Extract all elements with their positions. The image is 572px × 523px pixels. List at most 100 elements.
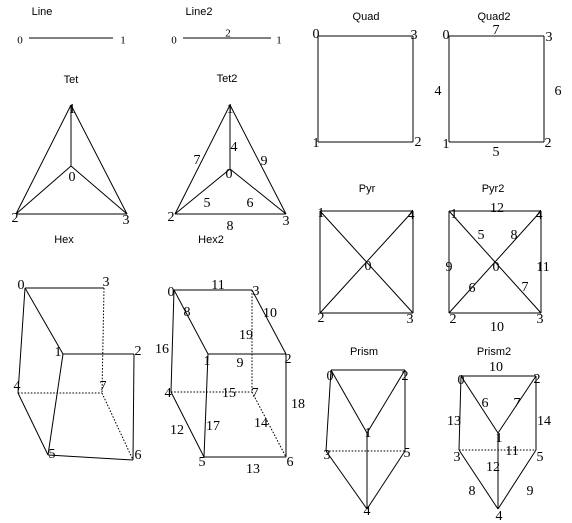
tet2-title: Tet2 (217, 73, 238, 85)
quad2-label-5: 5 (493, 145, 500, 160)
prism-title: Prism (350, 346, 378, 358)
hex2-label-5: 5 (199, 455, 206, 470)
tet2-label-9: 9 (261, 154, 268, 169)
tet2-label-4: 4 (231, 140, 238, 155)
hex2-hidden-edge-7-6 (251, 391, 287, 458)
hex-hidden-edge-7-6 (101, 392, 134, 461)
pyr2-label-6: 6 (469, 281, 476, 296)
pyr2-label-9: 9 (446, 260, 453, 275)
hex2-label-17: 17 (206, 419, 220, 434)
tet-label-2: 2 (12, 211, 19, 226)
pyr-label-2: 2 (318, 311, 325, 326)
hex-label-5: 5 (49, 447, 56, 462)
tet2-label-5: 5 (204, 196, 211, 211)
prism2-label-3: 3 (454, 450, 461, 465)
prism2-label-14: 14 (537, 414, 551, 429)
prism-label-4: 4 (364, 504, 371, 519)
prism-edge-5-4 (366, 450, 406, 510)
pyr-edge-4-2 (319, 210, 414, 314)
tet2-edge-0-3 (229, 168, 287, 215)
hex2-edge-1-5 (203, 353, 209, 458)
hex-label-6: 6 (135, 448, 142, 463)
prism2-label-1: 1 (496, 431, 503, 446)
prism-label-1: 1 (365, 426, 372, 441)
hex2-label-16: 16 (155, 342, 169, 357)
pyr-label-1: 1 (318, 206, 325, 221)
tet2-label-0: 0 (226, 167, 233, 182)
tet2-label-2: 2 (168, 210, 175, 225)
hex2-label-19: 19 (239, 328, 253, 343)
hex2-label-18: 18 (291, 397, 305, 412)
prism2-edge-0-3 (458, 375, 462, 451)
quad-label-1: 1 (313, 136, 320, 151)
prism2-label-11: 11 (505, 444, 518, 459)
tet-edge-1-2 (15, 104, 72, 215)
pyr2-title: Pyr2 (482, 183, 505, 195)
hex-edge-4-5 (17, 392, 49, 456)
pyr2-label-11: 11 (536, 260, 549, 275)
hex2-label-8: 8 (184, 305, 191, 320)
tet-title: Tet (64, 74, 79, 86)
hex2-label-0: 0 (168, 285, 175, 300)
quad2-label-4: 4 (435, 84, 442, 99)
tet2-label-7: 7 (194, 153, 201, 168)
prism2-label-9: 9 (527, 484, 534, 499)
line2-label-1: 1 (276, 35, 282, 47)
tet2-edge-1-2 (174, 104, 231, 215)
line2-label-0: 0 (171, 35, 177, 47)
prism-label-0: 0 (327, 369, 334, 384)
tet2-label-1: 1 (227, 102, 234, 117)
hex-edge-1-5 (47, 353, 64, 456)
hex-label-7: 7 (100, 379, 107, 394)
hex2-edge-4-5 (170, 391, 205, 458)
prism2-label-8: 8 (469, 484, 476, 499)
quad2-title: Quad2 (477, 11, 510, 23)
pyr2-label-4: 4 (536, 208, 543, 223)
hex2-edge-0-4 (170, 289, 175, 393)
prism-edge-0-1 (330, 369, 368, 434)
pyr-title: Pyr (359, 183, 376, 195)
hex2-label-11: 11 (211, 278, 224, 293)
hex-label-0: 0 (18, 278, 25, 293)
quad2-label-3: 3 (546, 30, 553, 45)
pyr2-label-3: 3 (537, 312, 544, 327)
quad2-label-2: 2 (545, 136, 552, 151)
tet-edge-0-2 (15, 165, 72, 215)
prism2-label-13: 13 (447, 414, 461, 429)
pyr2-edge-4-2 (448, 210, 542, 314)
hex-label-1: 1 (55, 345, 62, 360)
pyr2-label-7: 7 (522, 280, 529, 295)
quad-label-2: 2 (415, 135, 422, 150)
hex2-label-2: 2 (285, 352, 292, 367)
hex-edge-0-1 (24, 287, 64, 355)
tet-edge-1-3 (70, 104, 128, 215)
tet2-label-3: 3 (283, 214, 290, 229)
line-label-0: 0 (17, 35, 23, 47)
quad-title: Quad (353, 11, 380, 23)
hex2-label-10: 10 (263, 306, 277, 321)
quad-label-3: 3 (411, 28, 418, 43)
line-title: Line (32, 6, 53, 18)
hex-edge-5-6 (47, 454, 134, 461)
prism2-edge-5-4 (497, 449, 537, 510)
hex-title: Hex (54, 234, 74, 246)
line2-label-2: 2 (225, 28, 231, 40)
prism2-label-6: 6 (482, 396, 489, 411)
hex2-label-13: 13 (246, 462, 260, 477)
tet2-edge-0-2 (174, 168, 231, 215)
prism2-edge-0-1 (460, 375, 499, 434)
line-label-1: 1 (120, 35, 126, 47)
hex2-label-4: 4 (165, 386, 172, 401)
pyr-label-3: 3 (407, 312, 414, 327)
prism-edge-3-4 (325, 450, 368, 510)
prism2-edge-3-4 (458, 449, 499, 510)
